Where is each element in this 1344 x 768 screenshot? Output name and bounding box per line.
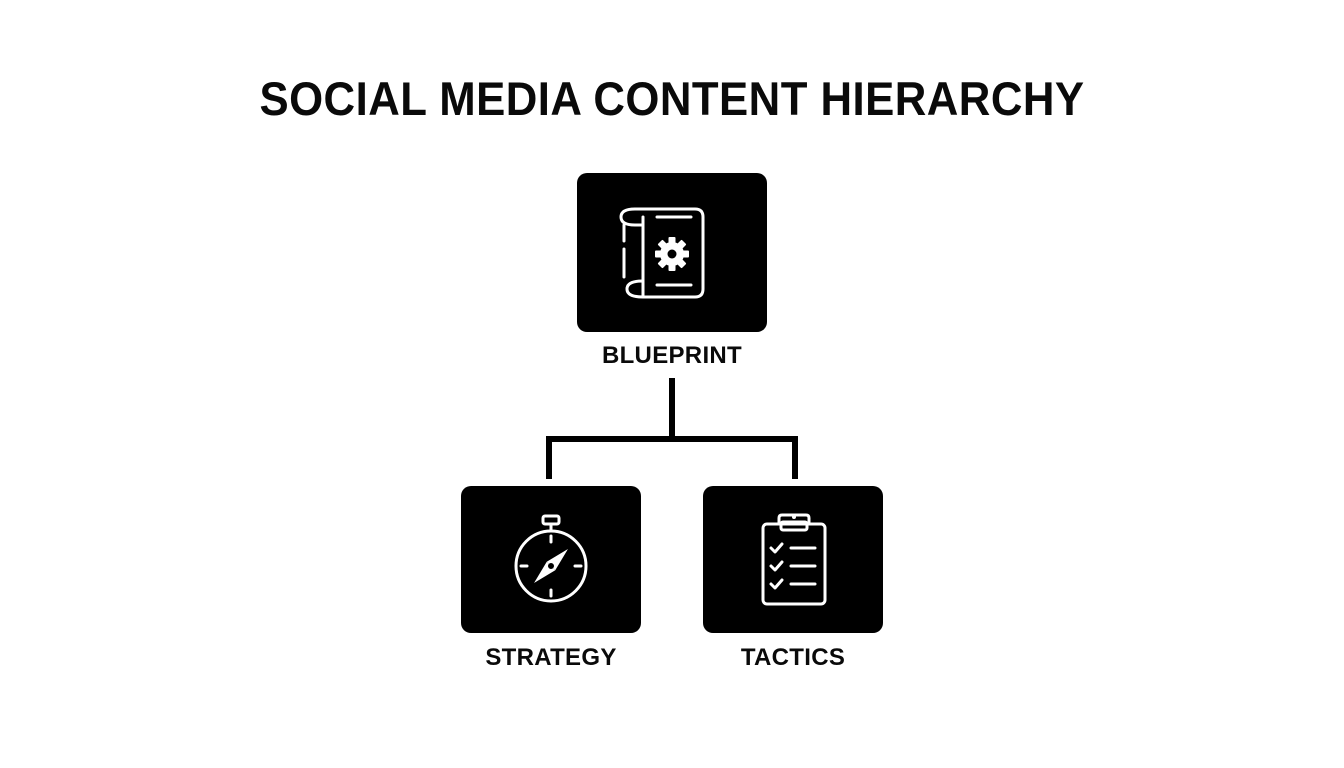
- compass-icon: [514, 514, 588, 603]
- node-strategy: [461, 486, 641, 633]
- node-label-blueprint: BLUEPRINT: [601, 342, 743, 369]
- node-label-tactics: TACTICS: [740, 644, 846, 671]
- node-label-strategy: STRATEGY: [485, 644, 617, 671]
- clipboard-checklist-icon: [761, 513, 827, 606]
- diagram-title: SOCIAL MEDIA CONTENT HIERARCHY: [259, 72, 1085, 125]
- blueprint-scroll-gear-icon: [619, 207, 705, 299]
- node-tactics: [703, 486, 883, 633]
- node-blueprint: [577, 173, 767, 332]
